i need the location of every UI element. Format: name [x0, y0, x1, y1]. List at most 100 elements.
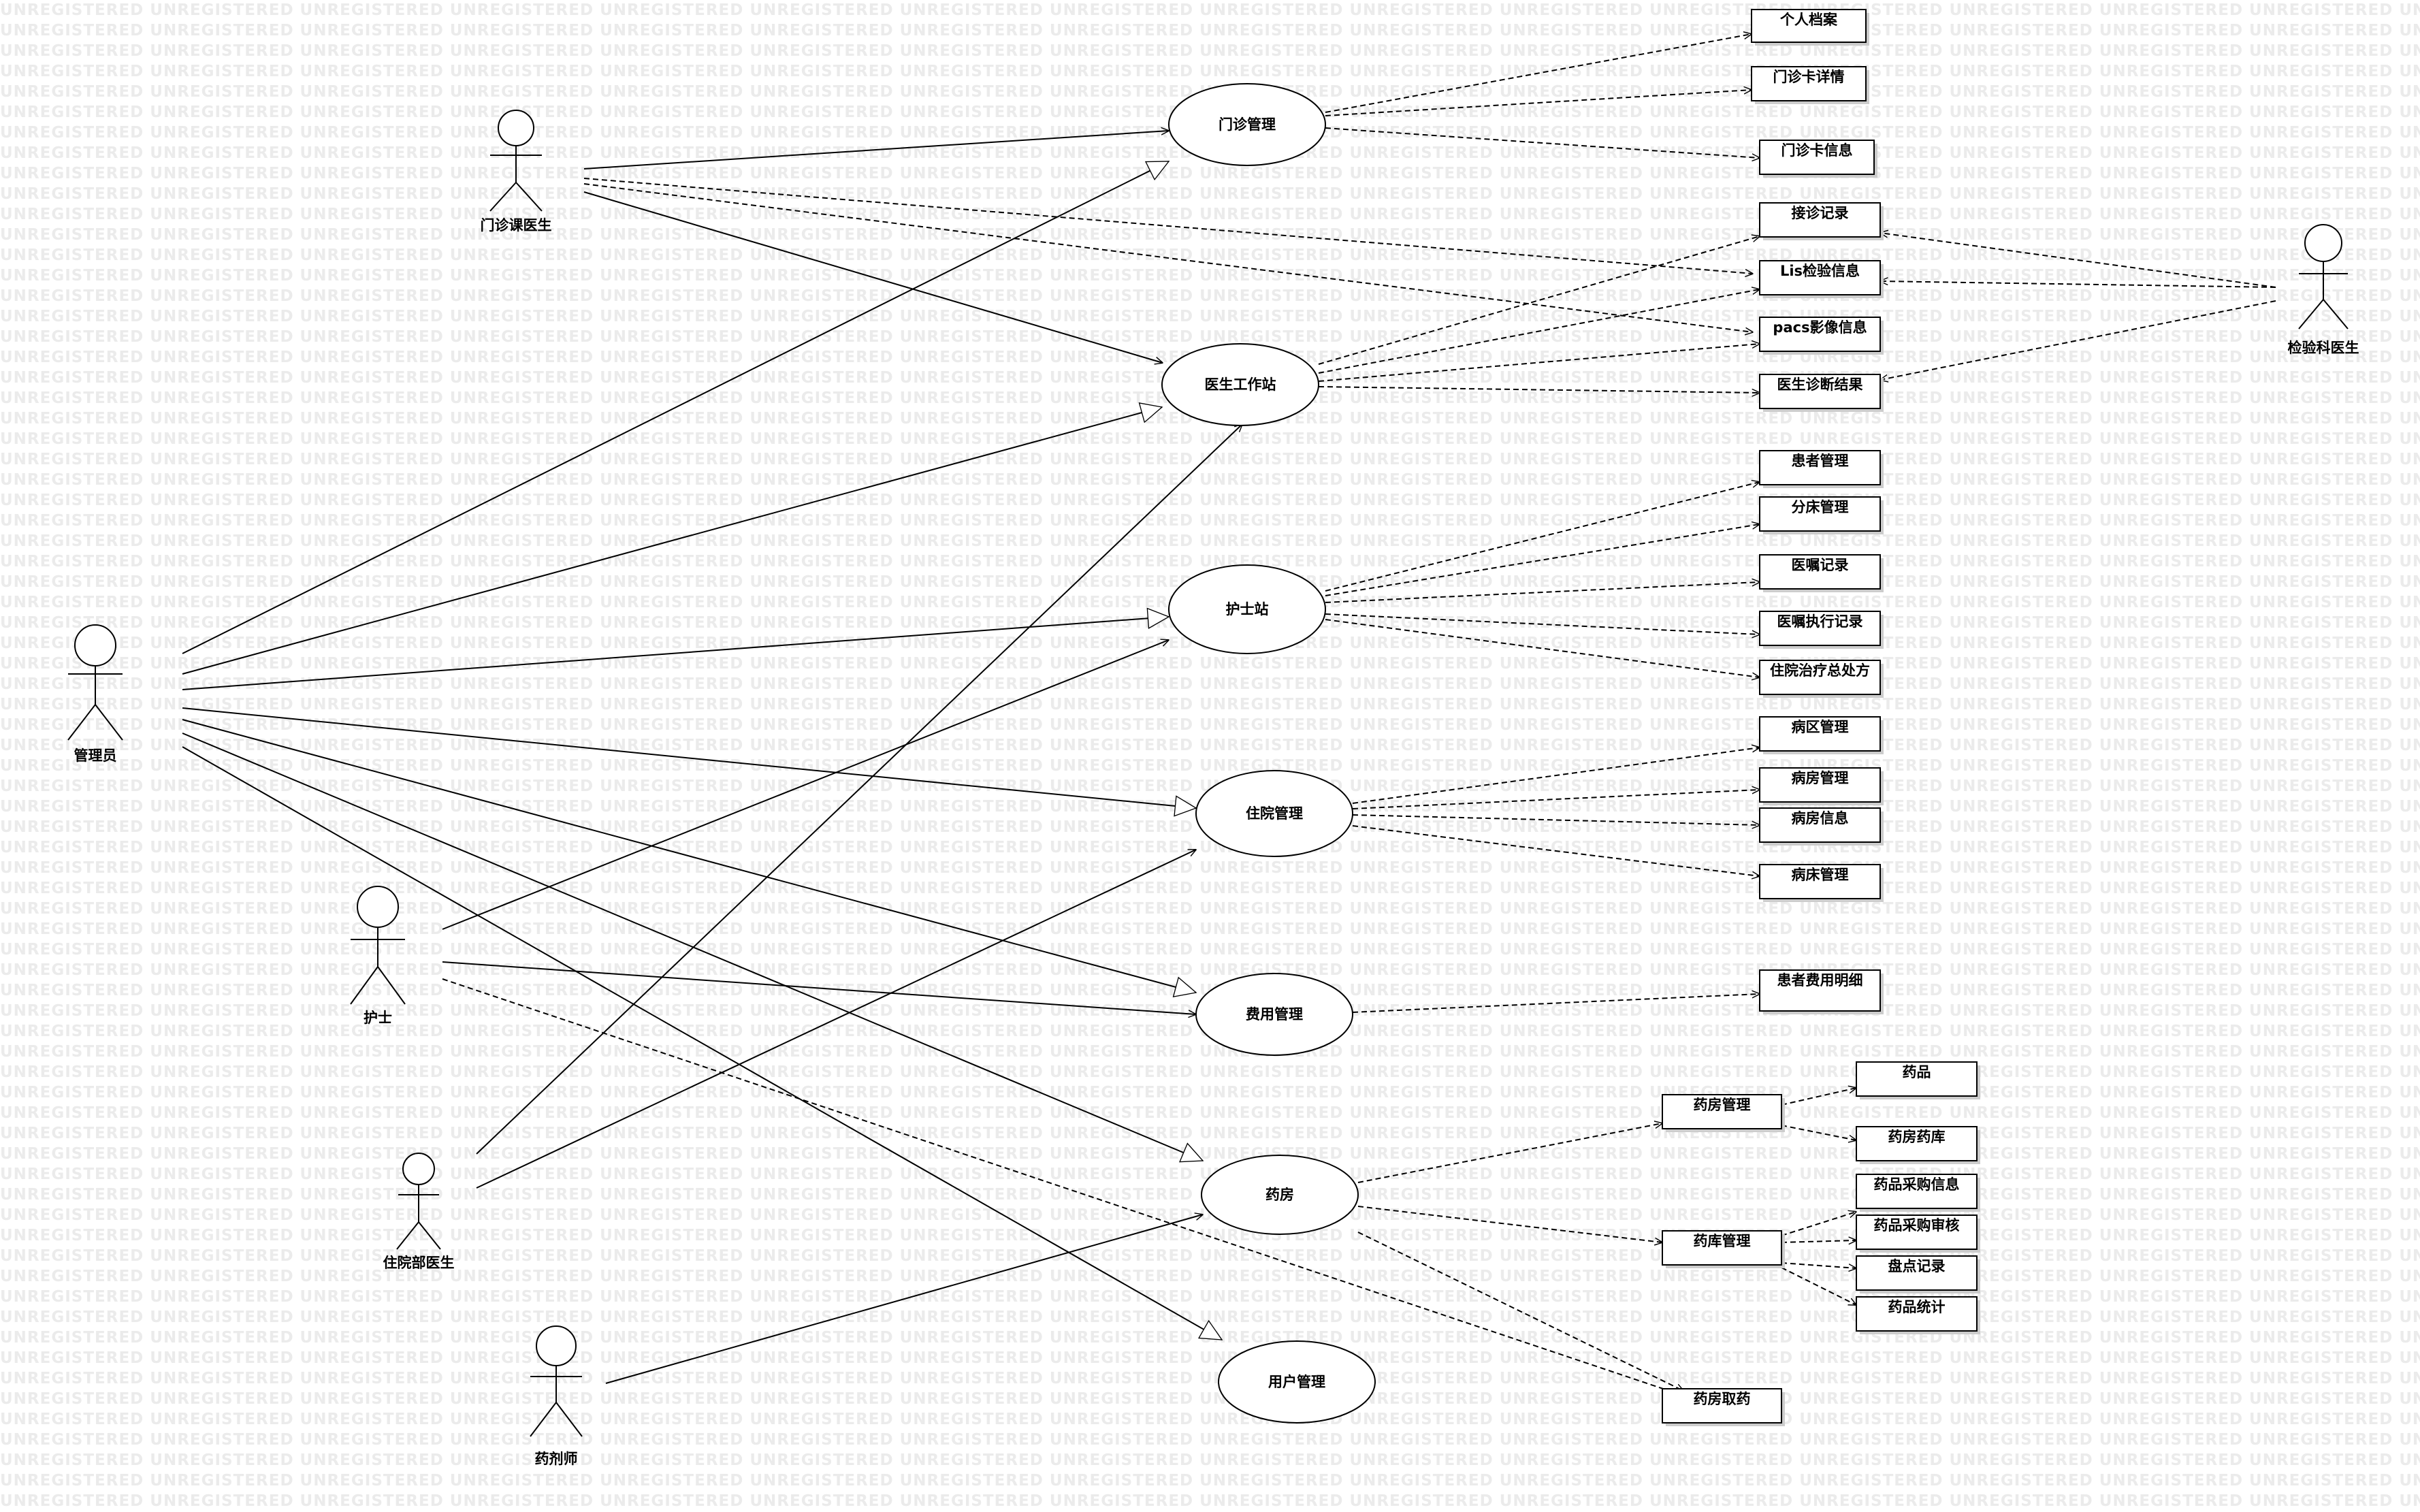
box-frame	[1759, 767, 1881, 803]
usecase-label-outpatient-mgmt: 门诊管理	[1219, 116, 1276, 133]
box-label: 医生诊断结果	[1777, 376, 1863, 393]
actor-pharmacist[interactable]	[530, 1325, 583, 1437]
box-label: 病区管理	[1792, 719, 1849, 735]
inc-nurse-bed	[1325, 524, 1760, 596]
box-frame	[1662, 1094, 1782, 1129]
actor-label-admin: 管理员	[74, 747, 117, 764]
inc-station-diagnosis	[1318, 386, 1760, 393]
box-frame	[1856, 1061, 1978, 1097]
box-pharmacy-mgmt[interactable]: 药房管理	[1662, 1094, 1785, 1132]
usecase-user-mgmt[interactable]	[1218, 1340, 1376, 1423]
usecase-label-inpatient-mgmt: 住院管理	[1246, 805, 1303, 822]
inc-pharmacy-mgmt	[1357, 1123, 1662, 1183]
box-label: 药房管理	[1694, 1097, 1751, 1113]
inc-station-pacs	[1318, 344, 1760, 382]
inc-inpatient-bed	[1352, 825, 1760, 876]
box-frame	[1759, 864, 1881, 899]
inc-inpatient-room	[1352, 790, 1760, 809]
box-label: 药房药库	[1888, 1129, 1946, 1145]
box-label: 接诊记录	[1792, 205, 1849, 221]
inc-outpatient-cardinfo	[1325, 127, 1760, 158]
box-frame	[1856, 1296, 1978, 1332]
actor-admin[interactable]	[67, 624, 123, 741]
box-label: 药品统计	[1888, 1299, 1946, 1315]
assoc-outdoc-outpatient	[583, 131, 1169, 170]
actor-nurse[interactable]	[350, 886, 406, 1005]
box-order-record[interactable]: 医嘱记录	[1759, 554, 1884, 592]
usecase-label-nurse-station: 护士站	[1226, 601, 1269, 617]
dep-lab-visit	[1880, 233, 2276, 288]
inc-smgmt-purchase	[1781, 1212, 1856, 1236]
assoc-nurse-station	[442, 640, 1169, 930]
dep-lab-diagnosis	[1880, 300, 2276, 380]
inc-smgmt-audit	[1781, 1240, 1856, 1242]
box-visit-record[interactable]: 接诊记录	[1759, 202, 1884, 240]
dep-outdoc-lis	[583, 178, 1753, 274]
box-treatment-total[interactable]: 住院治疗总处方	[1759, 660, 1884, 698]
box-inventory-record[interactable]: 盘点记录	[1856, 1255, 1980, 1293]
box-frame	[1759, 202, 1881, 238]
box-ward-room[interactable]: 病房管理	[1759, 767, 1884, 805]
box-personal-file[interactable]: 个人档案	[1751, 9, 1869, 46]
actor-label-pharmacist: 药剂师	[535, 1451, 578, 1467]
box-fee-detail[interactable]: 患者费用明细	[1759, 969, 1884, 1014]
usecase-fee-mgmt[interactable]	[1195, 973, 1353, 1056]
box-patient-mgmt[interactable]: 患者管理	[1759, 450, 1884, 488]
actor-lab-doctor[interactable]	[2298, 224, 2349, 329]
box-ward-area[interactable]: 病区管理	[1759, 716, 1884, 754]
box-frame	[1759, 611, 1881, 646]
box-lis-info[interactable]: Lis检验信息	[1759, 260, 1884, 298]
box-frame	[1759, 716, 1881, 752]
connectors	[182, 34, 2276, 1396]
box-drug-stats[interactable]: 药品统计	[1856, 1296, 1980, 1334]
box-bed-assign[interactable]: 分床管理	[1759, 496, 1884, 534]
box-card-detail[interactable]: 门诊卡详情	[1751, 66, 1869, 104]
box-frame	[1759, 660, 1881, 695]
box-dispense[interactable]: 药房取药	[1662, 1388, 1785, 1426]
usecase-inpatient-mgmt[interactable]	[1195, 770, 1353, 857]
usecase-outpatient-mgmt[interactable]	[1168, 83, 1326, 166]
usecase-nurse-station[interactable]	[1168, 564, 1326, 654]
box-pacs-info[interactable]: pacs影像信息	[1759, 317, 1884, 355]
box-pharmacy-stock[interactable]: 药房药库	[1856, 1126, 1980, 1164]
box-label: 医嘱执行记录	[1777, 613, 1863, 630]
box-order-exec[interactable]: 医嘱执行记录	[1759, 611, 1884, 649]
actor-outpatient-doctor[interactable]	[489, 110, 543, 212]
box-frame	[1662, 1230, 1782, 1266]
box-diagnosis-result[interactable]: 医生诊断结果	[1759, 374, 1884, 412]
box-frame	[1759, 496, 1881, 532]
gen-admin-inpatient	[182, 707, 1197, 817]
usecase-pharmacy[interactable]	[1201, 1155, 1359, 1235]
usecase-label-user-mgmt: 用户管理	[1268, 1374, 1325, 1390]
box-label: 医嘱记录	[1792, 557, 1849, 573]
gen-admin-outpatient	[182, 161, 1170, 654]
box-frame	[1759, 450, 1881, 485]
box-frame	[1856, 1174, 1978, 1209]
actor-inpatient-doctor[interactable]	[396, 1153, 441, 1250]
box-label: 门诊卡详情	[1773, 69, 1845, 85]
box-label: 病房信息	[1792, 810, 1849, 826]
box-purchase-info[interactable]: 药品采购信息	[1856, 1174, 1980, 1212]
inc-outpatient-carddetail	[1325, 90, 1752, 116]
box-frame	[1759, 969, 1881, 1012]
inc-nurse-total	[1325, 619, 1760, 677]
box-frame	[1759, 317, 1881, 352]
assoc-nurse-fee	[442, 961, 1196, 1014]
box-label: 病床管理	[1792, 867, 1849, 883]
box-card-info[interactable]: 门诊卡信息	[1759, 140, 1877, 178]
inc-station-visit	[1318, 236, 1760, 365]
box-label: pacs影像信息	[1773, 319, 1867, 336]
box-store-mgmt[interactable]: 药库管理	[1662, 1230, 1785, 1268]
inc-station-lis	[1318, 289, 1760, 374]
box-frame	[1856, 1215, 1978, 1250]
usecase-label-doctor-station: 医生工作站	[1205, 376, 1276, 393]
dep-outdoc-pacs	[583, 183, 1753, 332]
box-drug[interactable]: 药品	[1856, 1061, 1980, 1099]
usecase-doctor-station[interactable]	[1161, 343, 1319, 426]
box-label: 药品采购审核	[1874, 1217, 1960, 1234]
box-purchase-audit[interactable]: 药品采购审核	[1856, 1215, 1980, 1253]
actor-label-inpatient-doctor: 住院部医生	[383, 1255, 455, 1271]
box-bed-mgmt[interactable]: 病床管理	[1759, 864, 1884, 902]
box-room-info[interactable]: 病房信息	[1759, 807, 1884, 846]
inc-smgmt-stats	[1781, 1267, 1856, 1305]
